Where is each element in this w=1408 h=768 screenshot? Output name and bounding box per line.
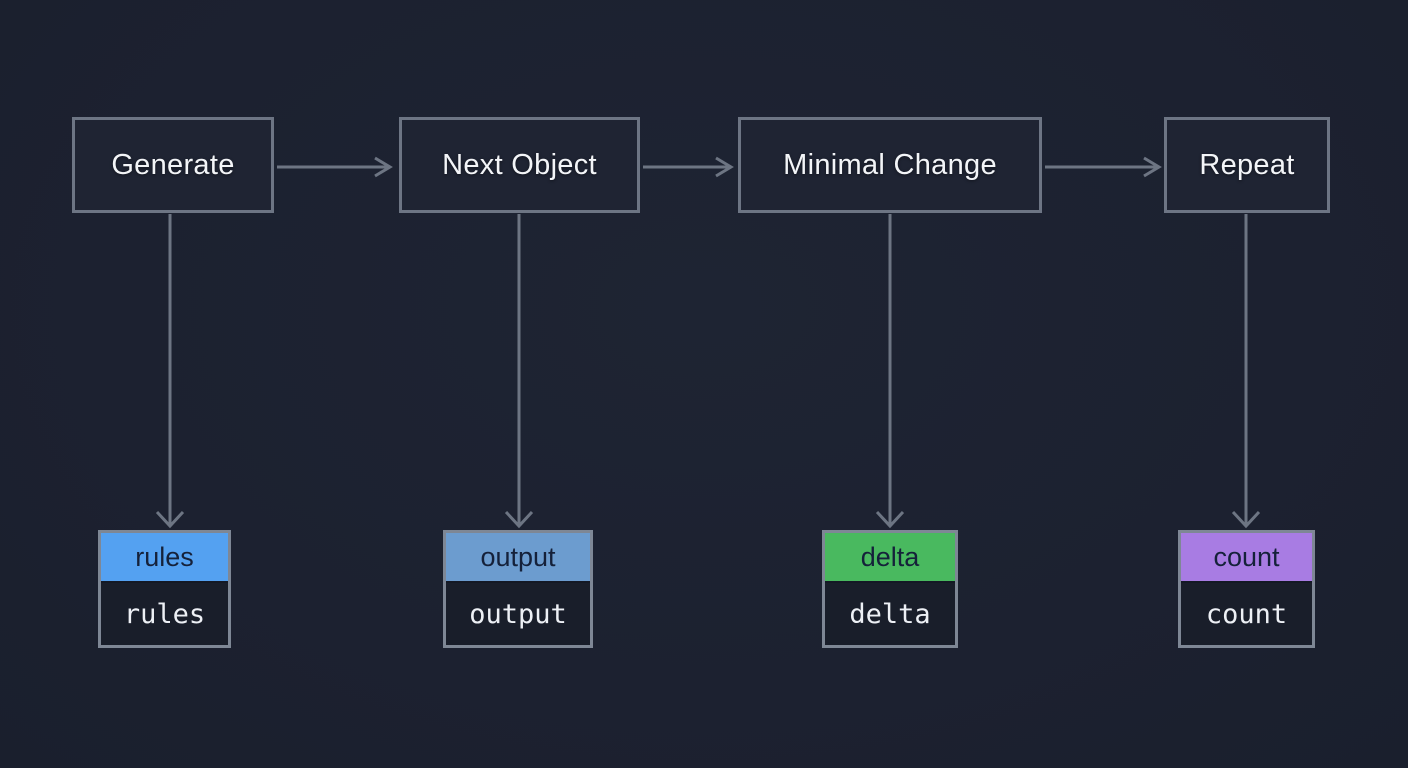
step-label: Repeat — [1199, 148, 1295, 181]
artifact-box-output: output output — [443, 530, 593, 648]
artifact-chip: delta — [825, 533, 955, 581]
step-box-minimal-change: Minimal Change — [738, 117, 1042, 213]
arrow-down-icon — [875, 214, 905, 529]
artifact-chip: output — [446, 533, 590, 581]
artifact-code-label: output — [469, 598, 567, 630]
artifact-code-cell: count — [1181, 583, 1312, 645]
step-box-repeat: Repeat — [1164, 117, 1330, 213]
artifact-chip-label: rules — [135, 541, 194, 572]
step-label: Next Object — [442, 148, 597, 181]
arrow-right-icon — [1045, 156, 1162, 178]
artifact-code-cell: output — [446, 583, 590, 645]
artifact-box-count: count count — [1178, 530, 1315, 648]
arrow-down-icon — [1231, 214, 1261, 529]
step-box-generate: Generate — [72, 117, 274, 213]
arrow-right-icon — [277, 156, 393, 178]
artifact-chip: count — [1181, 533, 1312, 581]
artifact-code-cell: rules — [101, 583, 228, 645]
artifact-code-label: count — [1205, 598, 1288, 630]
artifact-code-label: delta — [849, 598, 931, 630]
artifact-box-rules: rules rules — [98, 530, 231, 648]
artifact-chip-label: delta — [860, 541, 920, 572]
arrow-down-icon — [504, 214, 534, 529]
artifact-chip: rules — [101, 533, 228, 581]
artifact-chip-label: output — [480, 541, 556, 572]
step-box-next-object: Next Object — [399, 117, 640, 213]
step-label: Minimal Change — [783, 148, 997, 181]
artifact-code-label: rules — [123, 598, 206, 630]
arrow-right-icon — [643, 156, 734, 178]
artifact-box-delta: delta delta — [822, 530, 958, 648]
arrow-down-icon — [155, 214, 185, 529]
step-label: Generate — [111, 148, 235, 181]
artifact-chip-label: count — [1213, 541, 1280, 572]
artifact-code-cell: delta — [825, 583, 955, 645]
